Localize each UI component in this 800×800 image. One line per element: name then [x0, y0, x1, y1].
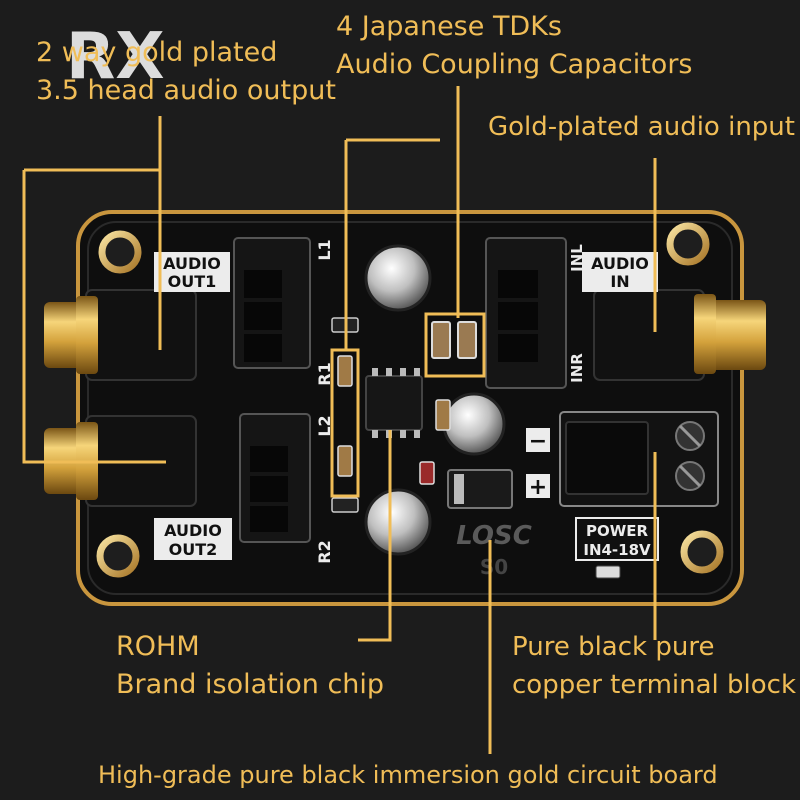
- silk-brand-logo: LOSC: [456, 521, 532, 551]
- silk-box-out2: [154, 518, 232, 560]
- audio-jack-in: [593, 289, 766, 381]
- silk-box-in: [582, 252, 658, 292]
- silk-box-out1: [154, 252, 230, 292]
- tdk-capacitors: [431, 321, 477, 359]
- watermark-logo: RX: [66, 20, 165, 94]
- callout-terminal: Pure black pure copper terminal block: [512, 628, 796, 704]
- callout-output-line1: 2 way gold plated: [36, 37, 278, 68]
- callout-output: 2 way gold plated 3.5 head audio output: [36, 34, 336, 110]
- terminal-block: [559, 411, 719, 507]
- svg-text:RX: RX: [66, 20, 165, 94]
- mounting-hole: [680, 530, 724, 574]
- diode: [447, 469, 513, 509]
- callout-input: Gold-plated audio input: [488, 108, 795, 146]
- silk-power-line2: IN4-18V: [583, 541, 651, 559]
- callout-capacitors-line1: 4 Japanese TDKs: [336, 11, 562, 42]
- silk-model: S0: [480, 555, 508, 579]
- silk-audio-out2-line1: AUDIO: [164, 521, 222, 540]
- silk-plus-box: [526, 474, 550, 498]
- callout-terminal-line1: Pure black pure: [512, 632, 715, 662]
- callout-output-line2: 3.5 head audio output: [36, 75, 336, 106]
- mounting-hole: [666, 222, 710, 266]
- silk-audio-in-line2: IN: [610, 272, 629, 291]
- mounting-hole: [98, 230, 142, 274]
- silk-audio-out2-line2: OUT2: [169, 540, 218, 559]
- audio-jack-out1: [44, 289, 197, 381]
- power-led: [595, 565, 621, 579]
- silk-r1: R1: [315, 362, 334, 385]
- callout-chip: ROHM Brand isolation chip: [116, 628, 384, 704]
- callout-lines: [22, 86, 657, 754]
- callout-capacitors: 4 Japanese TDKs Audio Coupling Capacitor…: [336, 8, 692, 84]
- silk-inr: INR: [568, 353, 586, 383]
- header-out2: [239, 413, 311, 543]
- silk-r2: R2: [315, 540, 334, 563]
- callout-terminal-line2: copper terminal block: [512, 670, 797, 700]
- header-out1: [233, 237, 311, 369]
- capacitor: [442, 392, 506, 456]
- silk-audio-in-line1: AUDIO: [591, 254, 649, 273]
- callout-chip-line1: ROHM: [116, 631, 200, 662]
- capacitor: [364, 488, 432, 556]
- smd-components: [331, 317, 451, 513]
- callout-input-text: Gold-plated audio input: [488, 112, 795, 142]
- callout-board-text: High-grade pure black immersion gold cir…: [98, 761, 718, 789]
- silk-l1: L1: [315, 239, 334, 260]
- silk-power-line1: POWER: [586, 522, 649, 540]
- silk-minus-box: [526, 428, 550, 452]
- silk-plus: +: [529, 475, 547, 500]
- callout-chip-line2: Brand isolation chip: [116, 669, 385, 700]
- header-in: [485, 237, 567, 389]
- silk-minus: −: [529, 429, 547, 454]
- isolation-chip: [365, 368, 423, 438]
- silk-box-power: [575, 517, 659, 561]
- capacitor: [364, 244, 432, 312]
- mounting-hole: [96, 534, 140, 578]
- silk-audio-out1-line2: OUT1: [168, 272, 217, 291]
- silk-audio-out1-line1: AUDIO: [163, 254, 221, 273]
- callout-board: High-grade pure black immersion gold cir…: [98, 756, 718, 794]
- silk-inl: INL: [568, 244, 586, 272]
- silk-l2: L2: [315, 415, 334, 436]
- callout-capacitors-line2: Audio Coupling Capacitors: [336, 49, 693, 80]
